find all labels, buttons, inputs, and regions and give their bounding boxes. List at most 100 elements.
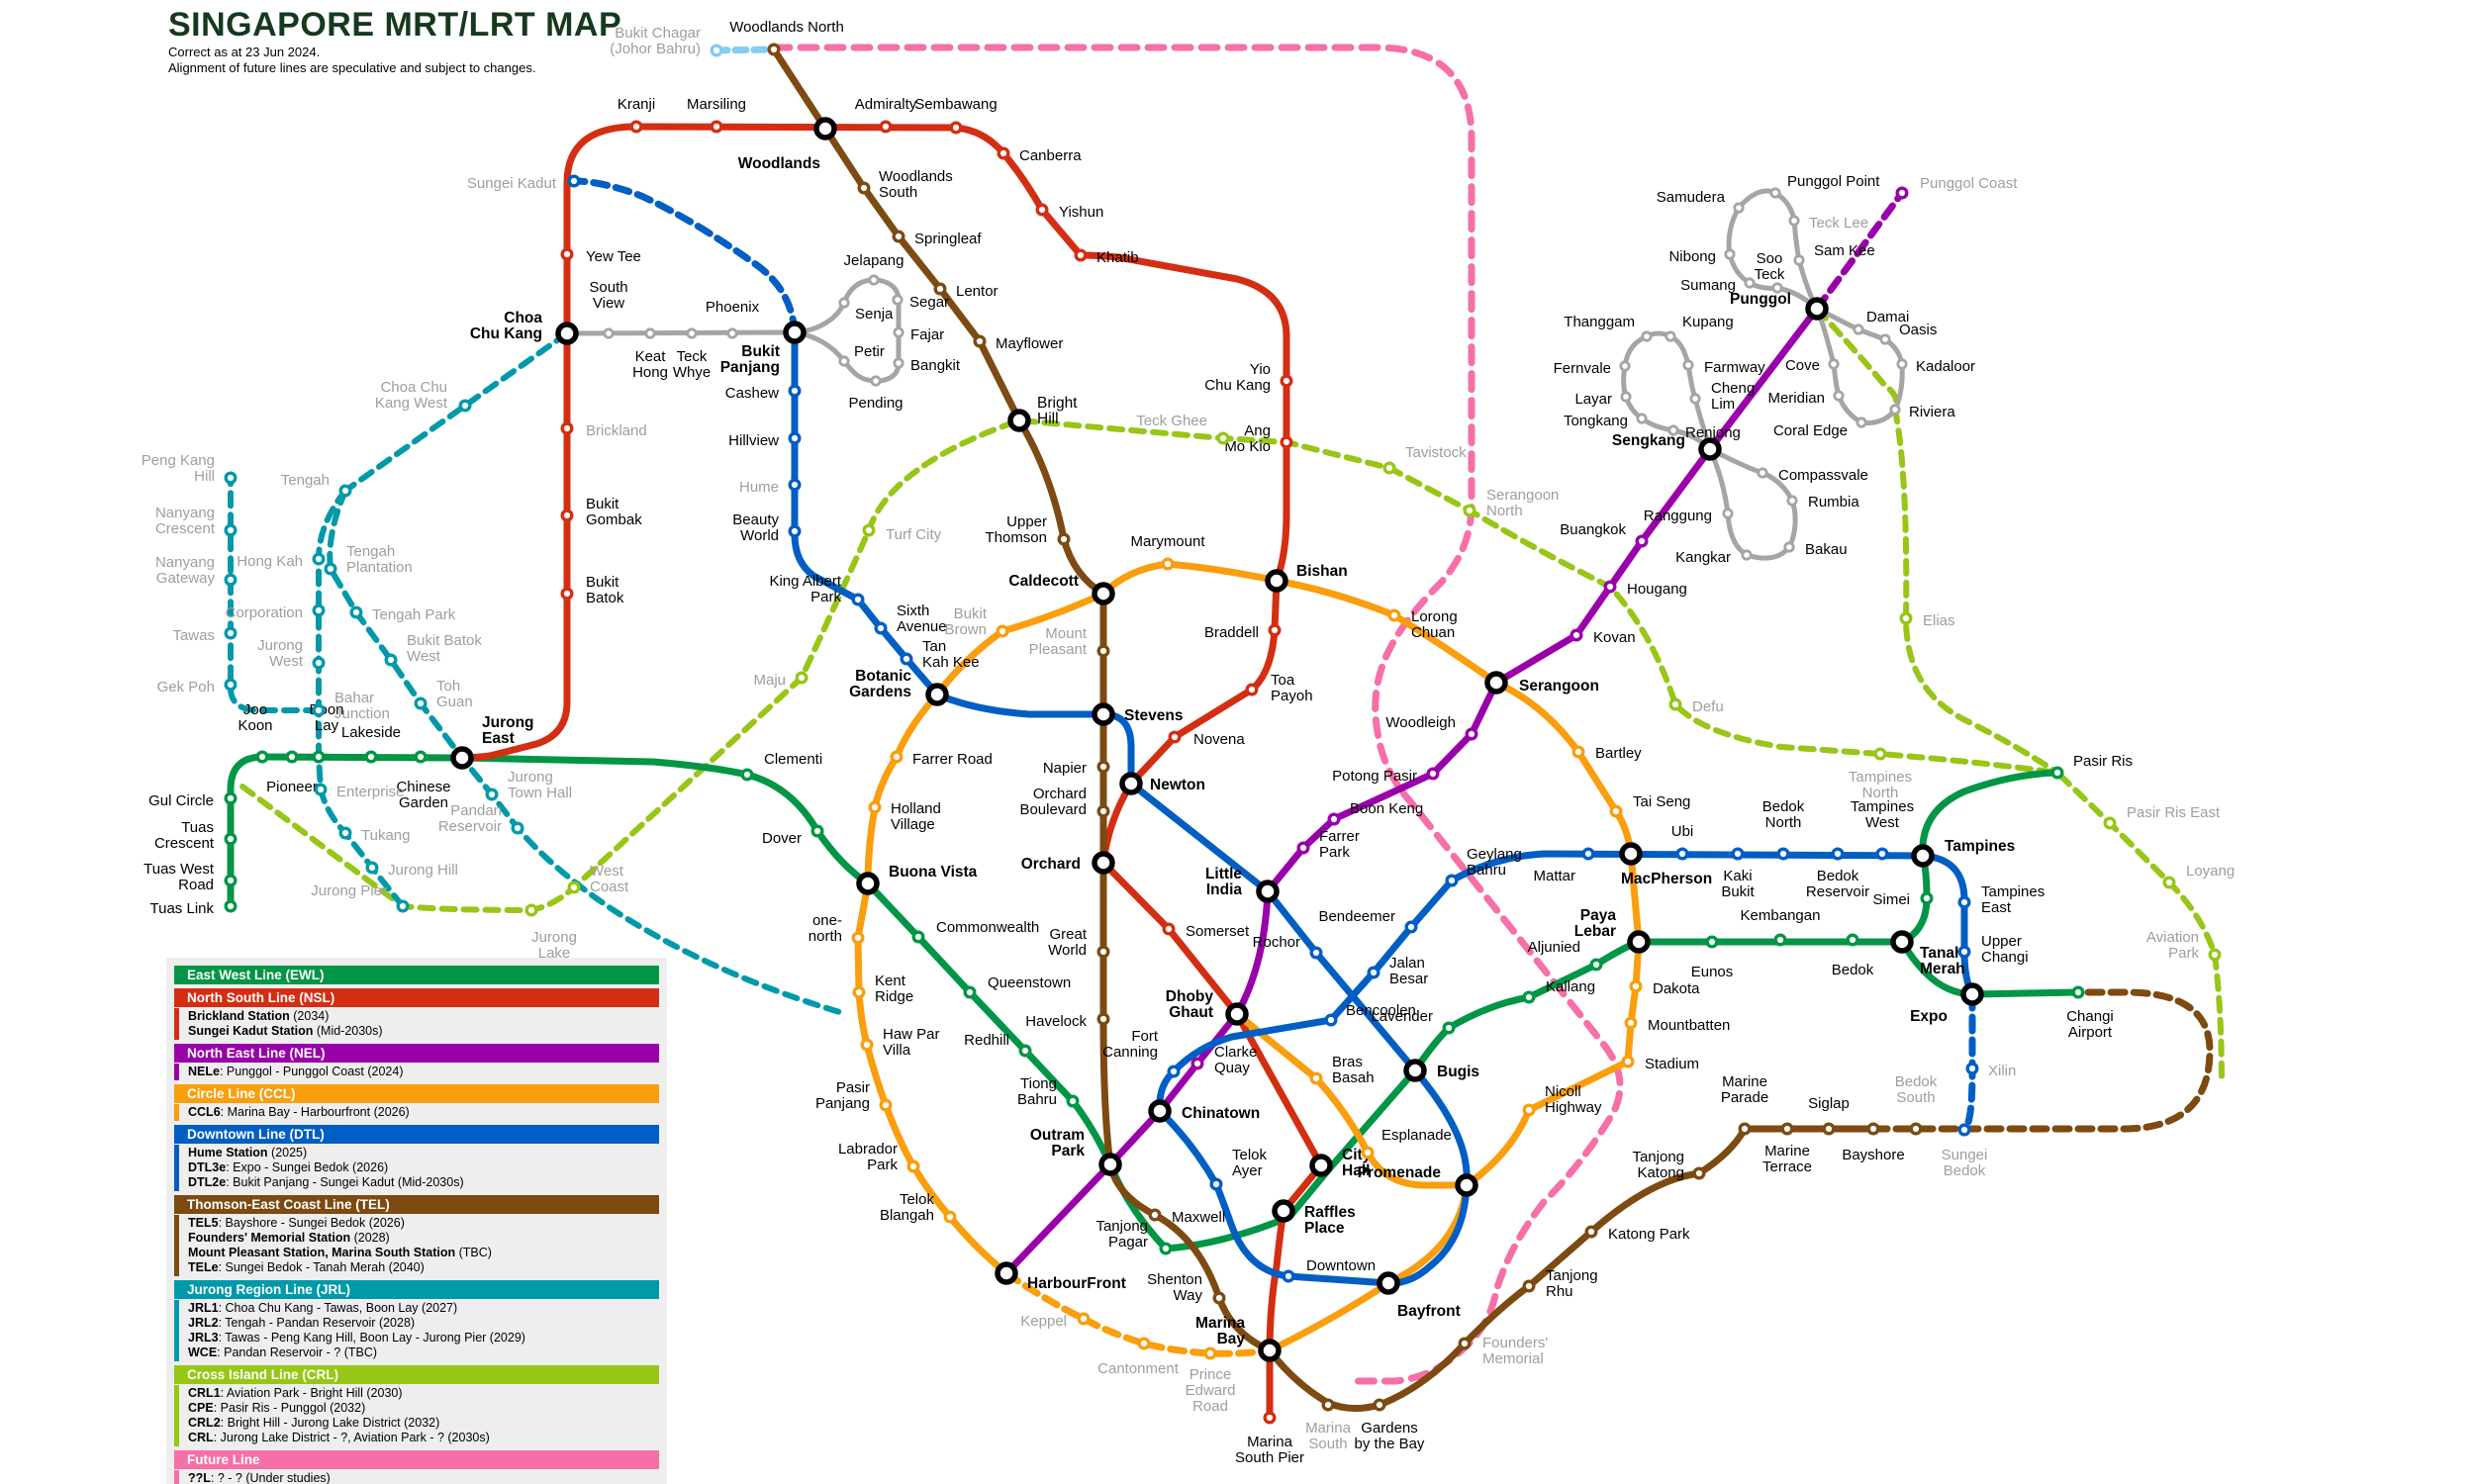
legend-notes-jurong-region-line-jrl: JRL1: Choa Chu Kang - Tawas, Boon Lay (2… [174,1300,659,1361]
station-pending [870,375,882,387]
legend-note: Sungei Kadut Station (Mid-2030s) [188,1024,383,1038]
station-mount-pleasant [1096,644,1110,658]
station-label-senja: Senja [855,306,894,323]
station-macpherson [1619,842,1643,866]
station-gek-poh [224,678,238,692]
station-label-farrer-road: Farrer Road [912,751,993,768]
station-label-simei: Simei [1872,891,1910,908]
station-label-punggol-point: Punggol Point [1787,173,1880,190]
station-newton [1119,772,1143,795]
station-dover [810,824,824,838]
station-marymount [1161,557,1175,571]
station-label-hong-kah: Hong Kah [237,553,303,570]
legend-bar-north-east-line-nel: North East Line (NEL) [174,1044,659,1063]
station-label-kembangan: Kembangan [1741,907,1821,924]
legend-item-downtown-line-dtl: Downtown Line (DTL)Hume Station (2025)DT… [174,1125,659,1191]
station-marsiling [710,120,723,134]
station-lakeside [364,750,378,764]
station-jurong-lake-district [524,903,538,917]
station-katong-park [1584,1225,1598,1239]
station-tawas [224,626,238,640]
station-sembawang [949,121,963,135]
station-label-bukit-chagar: Bukit Chagar(Johor Bahru) [610,25,701,57]
station-tuas-west-road [224,874,238,887]
legend-item-cross-island-line-crl: Cross Island Line (CRL) CRL1: Aviation Pa… [174,1365,659,1446]
station-yio-chu-kang [1280,374,1293,388]
station-label-layar: Layar [1574,391,1612,408]
station-label-boon-keng: Boon Keng [1350,800,1423,817]
station-labrador-park [906,1159,920,1173]
line-ewl-seg1 [227,753,2061,1252]
station-label-bartley: Bartley [1595,745,1642,762]
station-label-segar: Segar [909,294,949,311]
station-label-bakau: Bakau [1805,541,1848,558]
station-label-pasir-ris-east: Pasir Ris East [2127,804,2221,821]
legend-note: CRL1: Aviation Park - Bright Hill (2030) [188,1386,403,1400]
line-ccl-seg1 [854,560,1643,1277]
station-founders-memorial [1458,1337,1472,1350]
station-label-bugis: Bugis [1437,1064,1479,1080]
station-bedok-south [1909,1122,1923,1136]
station-pasir-ris-east [2103,816,2117,830]
station-pandan-reservoir [511,821,524,835]
legend-note: Mount Pleasant Station, Marina South Sta… [188,1246,492,1259]
line-tele [1869,988,2214,1133]
station-promenade [1455,1173,1478,1197]
station-springleaf [892,230,905,243]
station-label-tukang: Tukang [361,827,410,844]
station-compassvale [1757,467,1768,479]
station-elias [1899,611,1913,625]
station-label-kupang: Kupang [1682,314,1734,330]
station-pioneer [285,750,299,764]
station-maju [795,671,809,685]
station-label-renjong: Renjong [1685,424,1741,441]
station-label-cashew: Cashew [725,385,779,402]
station-bayfront [1377,1271,1400,1295]
station-choa-chu-kang [555,322,579,345]
station-label-caldecott: Caldecott [1008,573,1079,590]
station-toh-guan [414,696,428,710]
station-label-bayshore: Bayshore [1842,1147,1904,1163]
station-kent-ridge [852,985,866,999]
station-jurong-pier [396,899,410,913]
station-meridian [1833,390,1845,402]
station-bukit-batok [560,587,574,601]
station-defu [1668,697,1682,711]
station-nanyang-crescent [224,523,238,537]
subtitle-date: Correct as at 23 Jun 2024. [168,45,321,59]
legend-notes-north-east-line-nel: NELe: Punggol - Punggol Coast (2024) [174,1064,659,1080]
station-tavistock [1382,461,1396,475]
station-eunos [1705,935,1719,949]
station-bras-basah [1309,1071,1323,1085]
station-mayflower [973,334,987,348]
station-label-oasis: Oasis [1899,322,1937,338]
station-petir [838,355,850,367]
station-farmway [1682,359,1694,371]
station-boon-lay [312,750,326,764]
station-jalan-besar [1367,966,1380,979]
legend-bar-cross-island-line-crl: Cross Island Line (CRL) [174,1365,659,1384]
station-bukit-gombak [560,509,574,522]
station-label-petir: Petir [854,343,885,360]
legend-item-future-line: Future Line??L: ? - ? (Under studies) [174,1450,659,1484]
station-tukang [338,826,352,840]
station-woodlands-south [857,181,871,195]
legend-note: Hume Station (2025) [188,1146,308,1159]
station-marine-terrace [1780,1122,1794,1136]
station-label-bencoolen: Bencoolen [1346,1002,1416,1019]
line-lrt-sk-seg2 [1707,446,1798,561]
